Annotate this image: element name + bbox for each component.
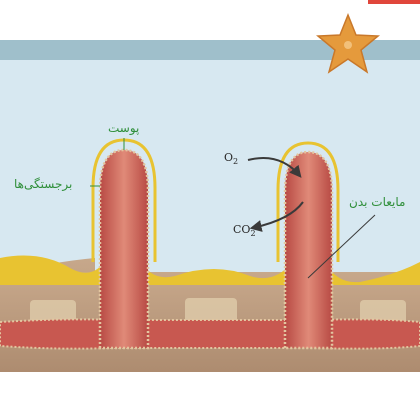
o2-label: O2 [224, 152, 238, 166]
protrusions-label: برجستگی‌ها [14, 178, 72, 190]
co2-label: CO2 [233, 224, 256, 238]
vessel-band [0, 319, 420, 348]
left-protrusion [100, 150, 148, 348]
right-protrusion [285, 152, 332, 348]
top-margin [0, 0, 420, 40]
body-fluids-label: مایعات بدن [349, 196, 405, 208]
red-corner-bar [368, 0, 420, 4]
bottom-margin [0, 372, 420, 389]
skin-label: پوست [108, 122, 139, 134]
